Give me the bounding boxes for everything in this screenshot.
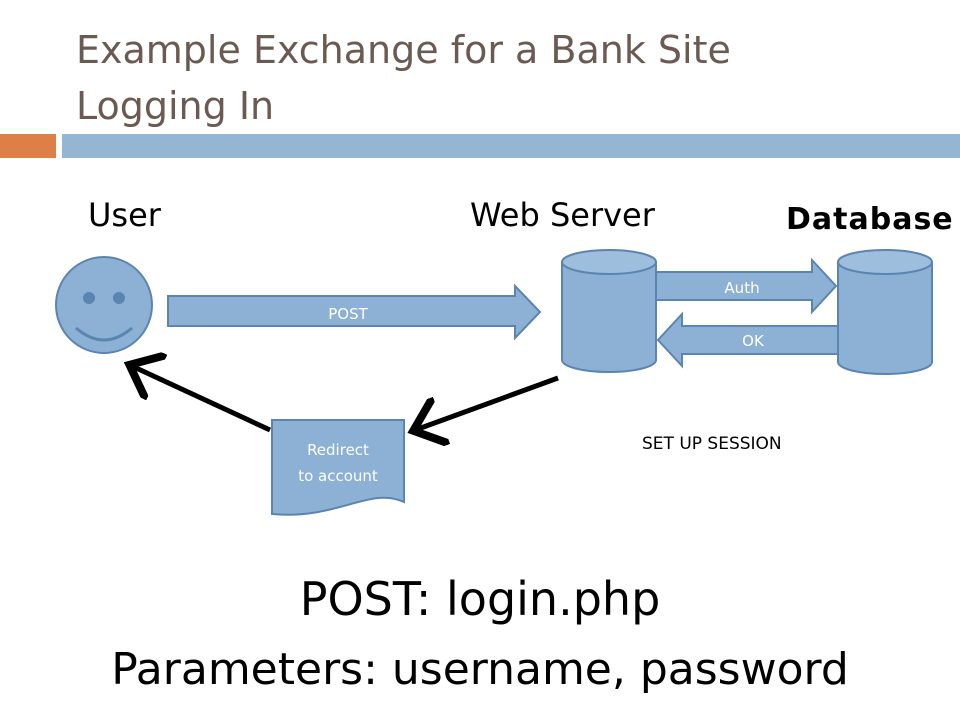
request-method-line: POST: login.php	[299, 572, 661, 626]
ok-arrow: OK	[656, 311, 839, 369]
user-face-icon	[55, 256, 153, 354]
web-server-cylinder-icon	[561, 249, 657, 373]
post-arrow-label: POST	[328, 305, 368, 323]
user-label: User	[88, 196, 161, 234]
title-accent-orange-bar	[0, 134, 56, 158]
web-server-label: Web Server	[470, 196, 655, 234]
title-line-1: Example Exchange for a Bank Site	[76, 28, 731, 72]
auth-arrow-label: Auth	[724, 279, 759, 297]
server-to-redirect-arrow	[418, 375, 559, 429]
ok-arrow-label: OK	[742, 332, 765, 350]
redirect-document-line-2: to account	[298, 467, 378, 485]
slide-title: Example Exchange for a Bank Site Logging…	[76, 22, 936, 134]
set-up-session-note: SET UP SESSION	[642, 434, 782, 454]
redirect-document-icon: Redirect to account	[271, 419, 405, 516]
database-label: Database	[786, 202, 954, 237]
redirect-to-user-arrow	[134, 367, 272, 433]
post-arrow: POST	[167, 283, 542, 341]
redirect-document-line-1: Redirect	[307, 441, 369, 459]
database-cylinder-icon	[837, 249, 933, 375]
title-line-2: Logging In	[76, 84, 275, 128]
title-accent-blue-bar	[62, 134, 960, 158]
auth-arrow: Auth	[655, 257, 838, 315]
request-params-line: Parameters: username, password	[111, 644, 849, 695]
